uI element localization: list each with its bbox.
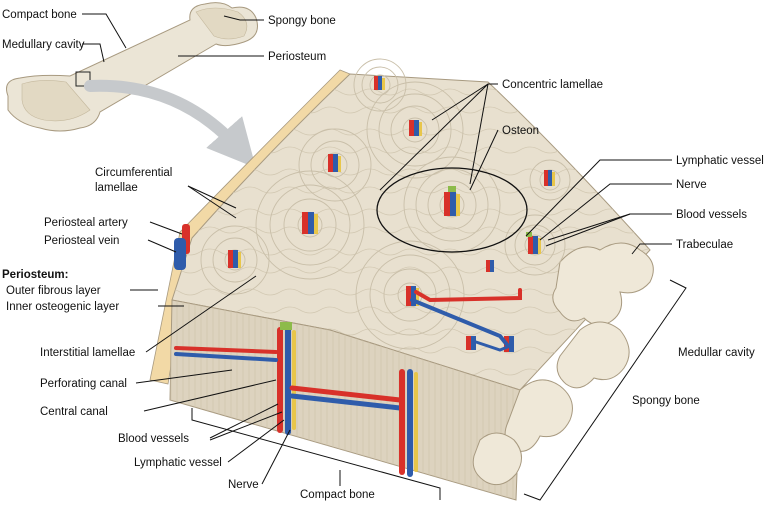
label-osteon: Osteon <box>502 125 539 137</box>
label-interstitial-lamellae: Interstitial lamellae <box>40 347 135 359</box>
osteon-8 <box>200 225 270 295</box>
vessel-bundle-1 <box>374 76 385 90</box>
zoom-arrow <box>84 79 256 168</box>
label-perforating-canal: Perforating canal <box>40 378 127 390</box>
periosteal-vessels <box>174 224 190 270</box>
vessel-bundle-9 <box>544 170 555 186</box>
detail-box <box>75 71 91 87</box>
label-lymphatic-vessel-right: Lymphatic vessel <box>676 155 764 167</box>
label-circumferential-lamellae-2: lamellae <box>95 182 138 194</box>
label-periosteum-heading: Periosteum: <box>2 269 68 281</box>
long-bone-illustration <box>6 2 258 132</box>
label-periosteal-artery: Periosteal artery <box>44 217 128 229</box>
label-periosteum-top: Periosteum <box>268 51 326 63</box>
vessel-bundle-8 <box>228 250 241 268</box>
label-concentric-lamellae: Concentric lamellae <box>502 79 603 91</box>
label-lymphatic-vessel-bottom: Lymphatic vessel <box>134 457 222 469</box>
label-outer-fibrous-layer: Outer fibrous layer <box>6 285 101 297</box>
label-spongy-bone-bottom: Spongy bone <box>632 395 700 407</box>
vessel-bundle-7 <box>526 232 541 254</box>
label-circumferential-lamellae-1: Circumferential <box>95 167 172 179</box>
labels: Compact bone Spongy bone Medullary cavit… <box>2 9 764 501</box>
leader-lines <box>82 13 672 486</box>
front-face-vessels <box>174 322 418 477</box>
label-trabeculae: Trabeculae <box>676 239 733 251</box>
vessel-bundle-10 <box>486 260 494 272</box>
perforating-canal-top <box>410 288 522 352</box>
label-nerve-bottom: Nerve <box>228 479 259 491</box>
label-blood-vessels-right: Blood vessels <box>676 209 747 221</box>
label-medullary-cavity: Medullary cavity <box>2 39 85 51</box>
label-compact-bone-bottom: Compact bone <box>300 489 375 501</box>
vessel-bundle-6 <box>406 286 419 306</box>
osteon-outline <box>376 167 528 253</box>
label-inner-osteogenic-layer: Inner osteogenic layer <box>6 301 119 313</box>
osteon-4 <box>255 170 365 280</box>
osteon-6 <box>355 240 465 350</box>
label-periosteal-vein: Periosteal vein <box>44 235 119 247</box>
vessel-bundle-5 <box>444 186 460 216</box>
label-spongy-bone-top: Spongy bone <box>268 15 336 27</box>
vessel-bundle-4 <box>302 212 318 234</box>
osteon-7 <box>504 214 566 276</box>
vessel-bundle-3 <box>328 154 341 172</box>
label-medullar-cavity: Medullar cavity <box>678 347 755 359</box>
trabeculae-structure <box>472 242 654 486</box>
label-blood-vessels-bottom: Blood vessels <box>118 433 189 445</box>
central-canal-vessels <box>228 76 555 352</box>
label-nerve-right: Nerve <box>676 179 707 191</box>
vessel-bundle-11 <box>466 336 476 350</box>
label-central-canal: Central canal <box>40 406 108 418</box>
osteon-2 <box>366 81 464 179</box>
vessel-bundle-2 <box>409 120 422 136</box>
brackets <box>191 279 687 501</box>
label-compact-bone-top: Compact bone <box>2 9 77 21</box>
osteon-rings <box>200 58 571 350</box>
